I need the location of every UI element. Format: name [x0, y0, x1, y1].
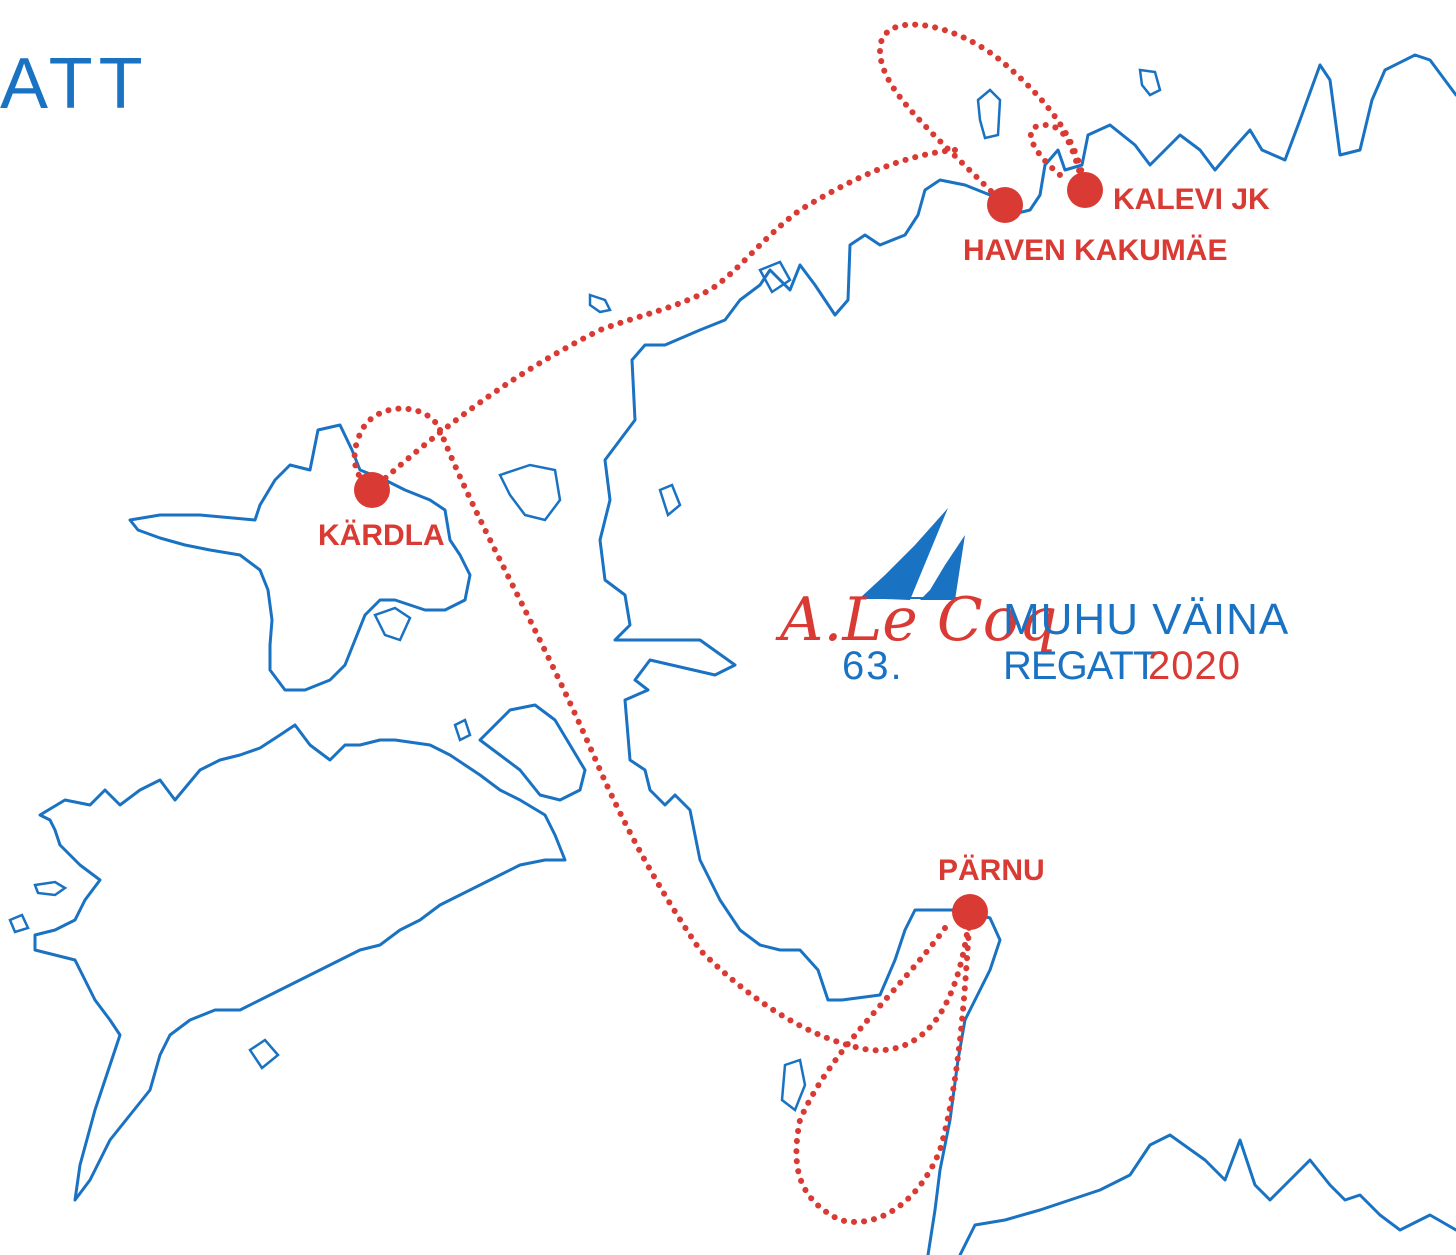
island [658, 483, 682, 518]
port-marker-icon [354, 472, 390, 508]
mainland-coastline [598, 53, 1456, 1255]
port-marker-icon [1067, 172, 1103, 208]
island [8, 913, 30, 934]
sponsor-signature: A.Le Coq [780, 585, 1058, 655]
hiiumaa-coastline [128, 423, 472, 692]
port-parnu[interactable]: PÄRNU [938, 854, 1045, 930]
island [758, 260, 792, 294]
event-name: MUHU VÄINA [1003, 595, 1290, 644]
port-haven[interactable]: HAVEN KAKUMÄE [963, 187, 1227, 267]
island [33, 880, 68, 897]
event-year: 2020 [1148, 644, 1241, 688]
corner-title: ATT [0, 44, 149, 124]
saaremaa-coastline [33, 723, 567, 1202]
muhu-coastline [478, 703, 587, 802]
southern-coastline [958, 1133, 1456, 1255]
island [248, 1038, 280, 1070]
route-kardla-to-parnu [437, 427, 973, 1054]
route-parnu-south-loop [793, 909, 973, 1225]
port-label: KALEVI JK [1113, 183, 1270, 216]
island [453, 718, 472, 742]
route-tallinn-loop [876, 21, 1088, 208]
port-kardla[interactable]: KÄRDLA [318, 472, 445, 552]
route-kalevi-inner-loop [1027, 121, 1088, 193]
sail-icon [855, 508, 965, 600]
island [1138, 68, 1162, 97]
vormsi-island [498, 463, 562, 522]
event-subtitle: REGATT [1003, 644, 1157, 688]
route-tallinn-to-kardla [369, 147, 958, 493]
route-kardla-loop [351, 405, 443, 493]
port-label: PÄRNU [938, 854, 1045, 887]
port-marker-icon [952, 894, 988, 930]
edition-number: 63. [842, 644, 904, 688]
island [976, 88, 1002, 140]
port-marker-icon [987, 187, 1023, 223]
port-label: KÄRDLA [318, 519, 445, 552]
island [780, 1058, 807, 1112]
island [588, 293, 612, 314]
port-label: HAVEN KAKUMÄE [963, 234, 1227, 267]
port-kalevi[interactable]: KALEVI JK [1067, 172, 1270, 216]
island [373, 606, 412, 642]
